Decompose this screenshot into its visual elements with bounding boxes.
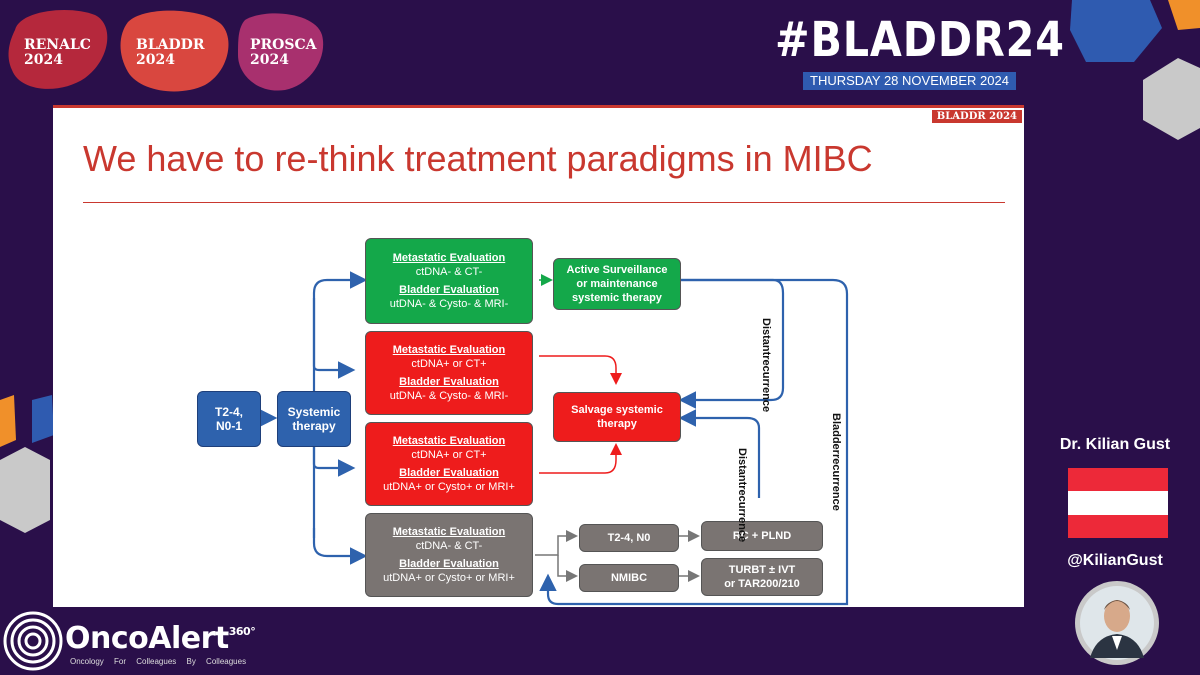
- salvage-line2: therapy: [597, 418, 637, 430]
- box1-met-val: ctDNA- & CT-: [415, 266, 483, 278]
- oncoalert-logo-icon: [3, 611, 63, 671]
- salvage-therapy-node: Salvage systemic therapy: [553, 392, 681, 442]
- decor-hexagons-top: [1070, 0, 1200, 140]
- box4-met-val: ctDNA- & CT-: [415, 540, 483, 552]
- brand-name-text: OncoAlert: [65, 621, 229, 656]
- event-blobs: [8, 10, 324, 92]
- turbt-node: TURBT ± IVT or TAR200/210: [701, 558, 823, 596]
- box4-met-head: Metastatic Evaluation: [392, 526, 506, 538]
- box2-bladder-val: utDNA- & Cysto- & MRI-: [389, 390, 509, 402]
- speaker-name: Dr. Kilian Gust: [1059, 436, 1171, 453]
- rc-plnd-node: RC + PLND: [701, 521, 823, 551]
- start-node: T2-4, N0-1: [197, 391, 261, 447]
- evaluation-box-green: Metastatic Evaluation ctDNA- & CT- Bladd…: [365, 238, 533, 324]
- box4-bladder-head: Bladder Evaluation: [399, 558, 499, 570]
- event-hashtag: #BLADDR24: [775, 12, 1065, 68]
- active-line1: Active Surveillance: [566, 264, 668, 276]
- evaluation-box-red-1: Metastatic Evaluation ctDNA+ or CT+ Blad…: [365, 331, 533, 415]
- active-line3: systemic therapy: [572, 292, 662, 304]
- flowchart-arrows: [259, 271, 849, 606]
- box3-met-val: ctDNA+ or CT+: [411, 449, 487, 461]
- evaluation-box-grey: Metastatic Evaluation ctDNA- & CT- Bladd…: [365, 513, 533, 597]
- box3-bladder-val: utDNA+ or Cysto+ or MRI+: [383, 481, 515, 493]
- box2-bladder-head: Bladder Evaluation: [399, 376, 499, 388]
- box4-bladder-val: utDNA+ or Cysto+ or MRI+: [383, 572, 515, 584]
- austria-flag-icon: [1068, 468, 1168, 538]
- distant-recurrence-label-2: Distantrecurrence: [736, 448, 748, 543]
- speaker-avatar: [1075, 581, 1159, 665]
- turbt-line2: or TAR200/210: [724, 578, 800, 590]
- distant-recurrence-label-1: Distantrecurrence: [760, 318, 772, 413]
- turbt-line1: TURBT ± IVT: [728, 564, 796, 576]
- box1-bladder-head: Bladder Evaluation: [399, 284, 499, 296]
- slide-title: We have to re-think treatment paradigms …: [83, 138, 873, 179]
- brand-tagline: Oncology For Colleagues By Colleagues: [70, 657, 247, 666]
- salvage-line1: Salvage systemic: [571, 404, 663, 416]
- event-date: THURSDAY 28 NOVEMBER 2024: [803, 72, 1016, 90]
- decor-hexagons-left: [0, 395, 54, 533]
- box3-bladder-head: Bladder Evaluation: [399, 467, 499, 479]
- speaker-handle[interactable]: @KilianGust: [1067, 552, 1163, 569]
- title-divider: [83, 202, 1005, 203]
- nmibc-node: NMIBC: [579, 564, 679, 592]
- box2-met-head: Metastatic Evaluation: [392, 344, 506, 356]
- bladder-recurrence-label: Bladderrecurrence: [830, 413, 842, 511]
- active-line2: or maintenance: [576, 278, 658, 290]
- slide-tag: BLADDR 2024: [931, 110, 1022, 123]
- brand-superscript: 360°: [228, 625, 256, 638]
- start-line2: N0-1: [215, 419, 242, 433]
- box1-met-head: Metastatic Evaluation: [392, 252, 506, 264]
- systemic-line2: therapy: [292, 419, 336, 433]
- presentation-slide: BLADDR 2024 We have to re-think treatmen…: [53, 105, 1024, 607]
- systemic-therapy-node: Systemic therapy: [277, 391, 351, 447]
- box1-bladder-val: utDNA- & Cysto- & MRI-: [389, 298, 509, 310]
- brand-name[interactable]: OncoAlert360°: [65, 621, 256, 656]
- systemic-line1: Systemic: [287, 405, 341, 419]
- box2-met-val: ctDNA+ or CT+: [411, 358, 487, 370]
- box3-met-head: Metastatic Evaluation: [392, 435, 506, 447]
- t2-n0-node: T2-4, N0: [579, 524, 679, 552]
- active-surveillance-node: Active Surveillance or maintenance syste…: [553, 258, 681, 310]
- start-line1: T2-4,: [214, 405, 243, 419]
- evaluation-box-red-2: Metastatic Evaluation ctDNA+ or CT+ Blad…: [365, 422, 533, 506]
